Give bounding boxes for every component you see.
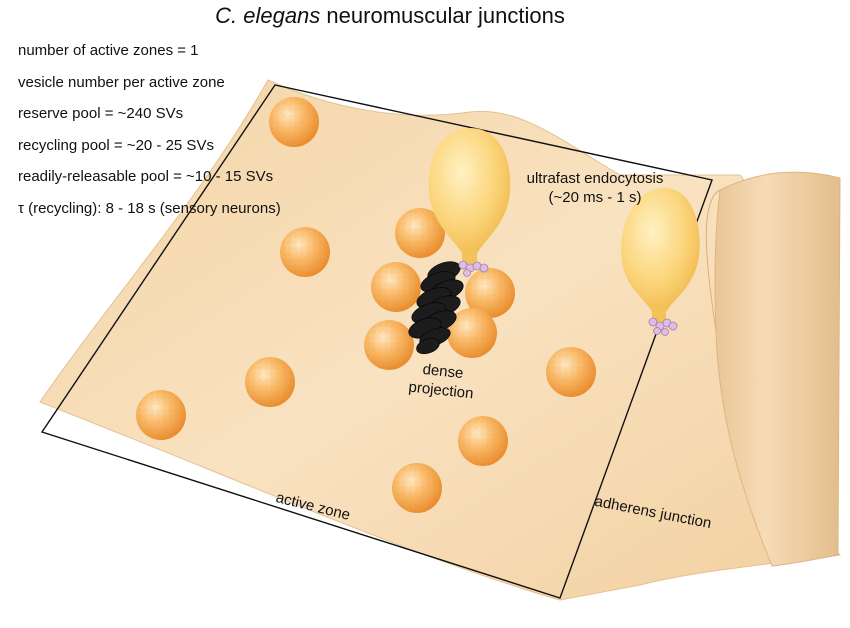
- label-ultrafast-endocytosis: ultrafast endocytosis (~20 ms - 1 s): [526, 170, 664, 206]
- stat-active-zones: number of active zones = 1: [18, 42, 199, 59]
- stat-vesicle-number: vesicle number per active zone: [18, 73, 225, 91]
- title-rest: neuromuscular junctions: [326, 3, 565, 28]
- synaptic-vesicles: [136, 97, 596, 513]
- synaptic-vesicle-icon: [447, 308, 497, 358]
- stat-recycling-pool: recycling pool = ~20 - 25 SVs: [18, 136, 214, 154]
- title-species: C. elegans: [215, 3, 321, 28]
- clathrin-bead-icon: [458, 260, 489, 277]
- synaptic-vesicle-icon: [245, 357, 295, 407]
- synaptic-vesicle-icon: [546, 347, 596, 397]
- stat-rrp: readily-releasable pool = ~10 - 15 SVs: [18, 168, 274, 185]
- stat-tau: τ (recycling): 8 - 18 s (sensory neurons…: [18, 199, 281, 217]
- synaptic-vesicle-icon: [269, 97, 319, 147]
- synaptic-vesicle-icon: [280, 227, 330, 277]
- dense-projection-icon: [408, 261, 464, 355]
- endocytic-pit-icon: [621, 188, 700, 336]
- synaptic-vesicle-icon: [136, 390, 186, 440]
- synaptic-vesicle-icon: [465, 268, 515, 318]
- stats-list: number of active zones = 1 vesicle numbe…: [18, 42, 281, 231]
- synaptic-vesicle-icon: [392, 463, 442, 513]
- synaptic-vesicle-icon: [371, 262, 421, 312]
- clathrin-bead-icon: [648, 317, 678, 336]
- synaptic-vesicle-icon: [458, 416, 508, 466]
- stat-reserve-pool: reserve pool = ~240 SVs: [18, 105, 184, 122]
- synaptic-vesicle-icon: [364, 320, 414, 370]
- endocytic-pit-icon: [428, 128, 511, 277]
- active-zone-outline: [40, 84, 713, 599]
- diagram-title: C. elegans neuromuscular junctions: [0, 3, 780, 29]
- synaptic-vesicle-icon: [395, 208, 445, 258]
- adherens-junction-fold: [714, 171, 841, 567]
